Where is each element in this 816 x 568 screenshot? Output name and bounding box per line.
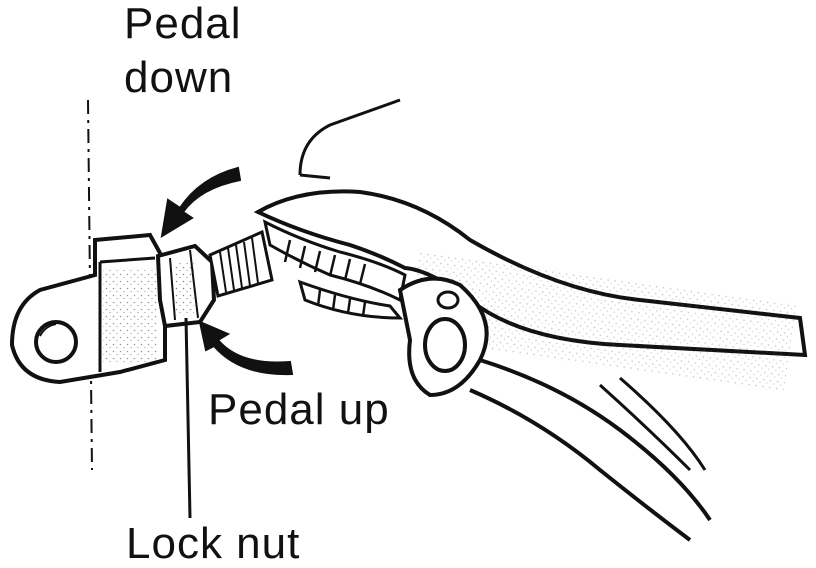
- lock-nut-label: Lock nut: [126, 519, 301, 568]
- clevis-yoke: [9, 232, 167, 385]
- pedal-up-arrow: [198, 320, 294, 376]
- pedal-down-arrow: [160, 166, 242, 238]
- clevis-hole: [34, 320, 78, 364]
- cable-line: [298, 98, 401, 176]
- pliers: [253, 173, 808, 542]
- threaded-rod: [208, 229, 274, 298]
- pedal-down-label-line1: Pedal: [124, 0, 242, 48]
- lock-nut-leader: [184, 317, 192, 519]
- pedal-up-label: Pedal up: [208, 385, 390, 434]
- pedal-down-label-line2: down: [124, 53, 234, 102]
- lock-nut: [155, 243, 217, 329]
- pivot-bolt: [423, 317, 467, 373]
